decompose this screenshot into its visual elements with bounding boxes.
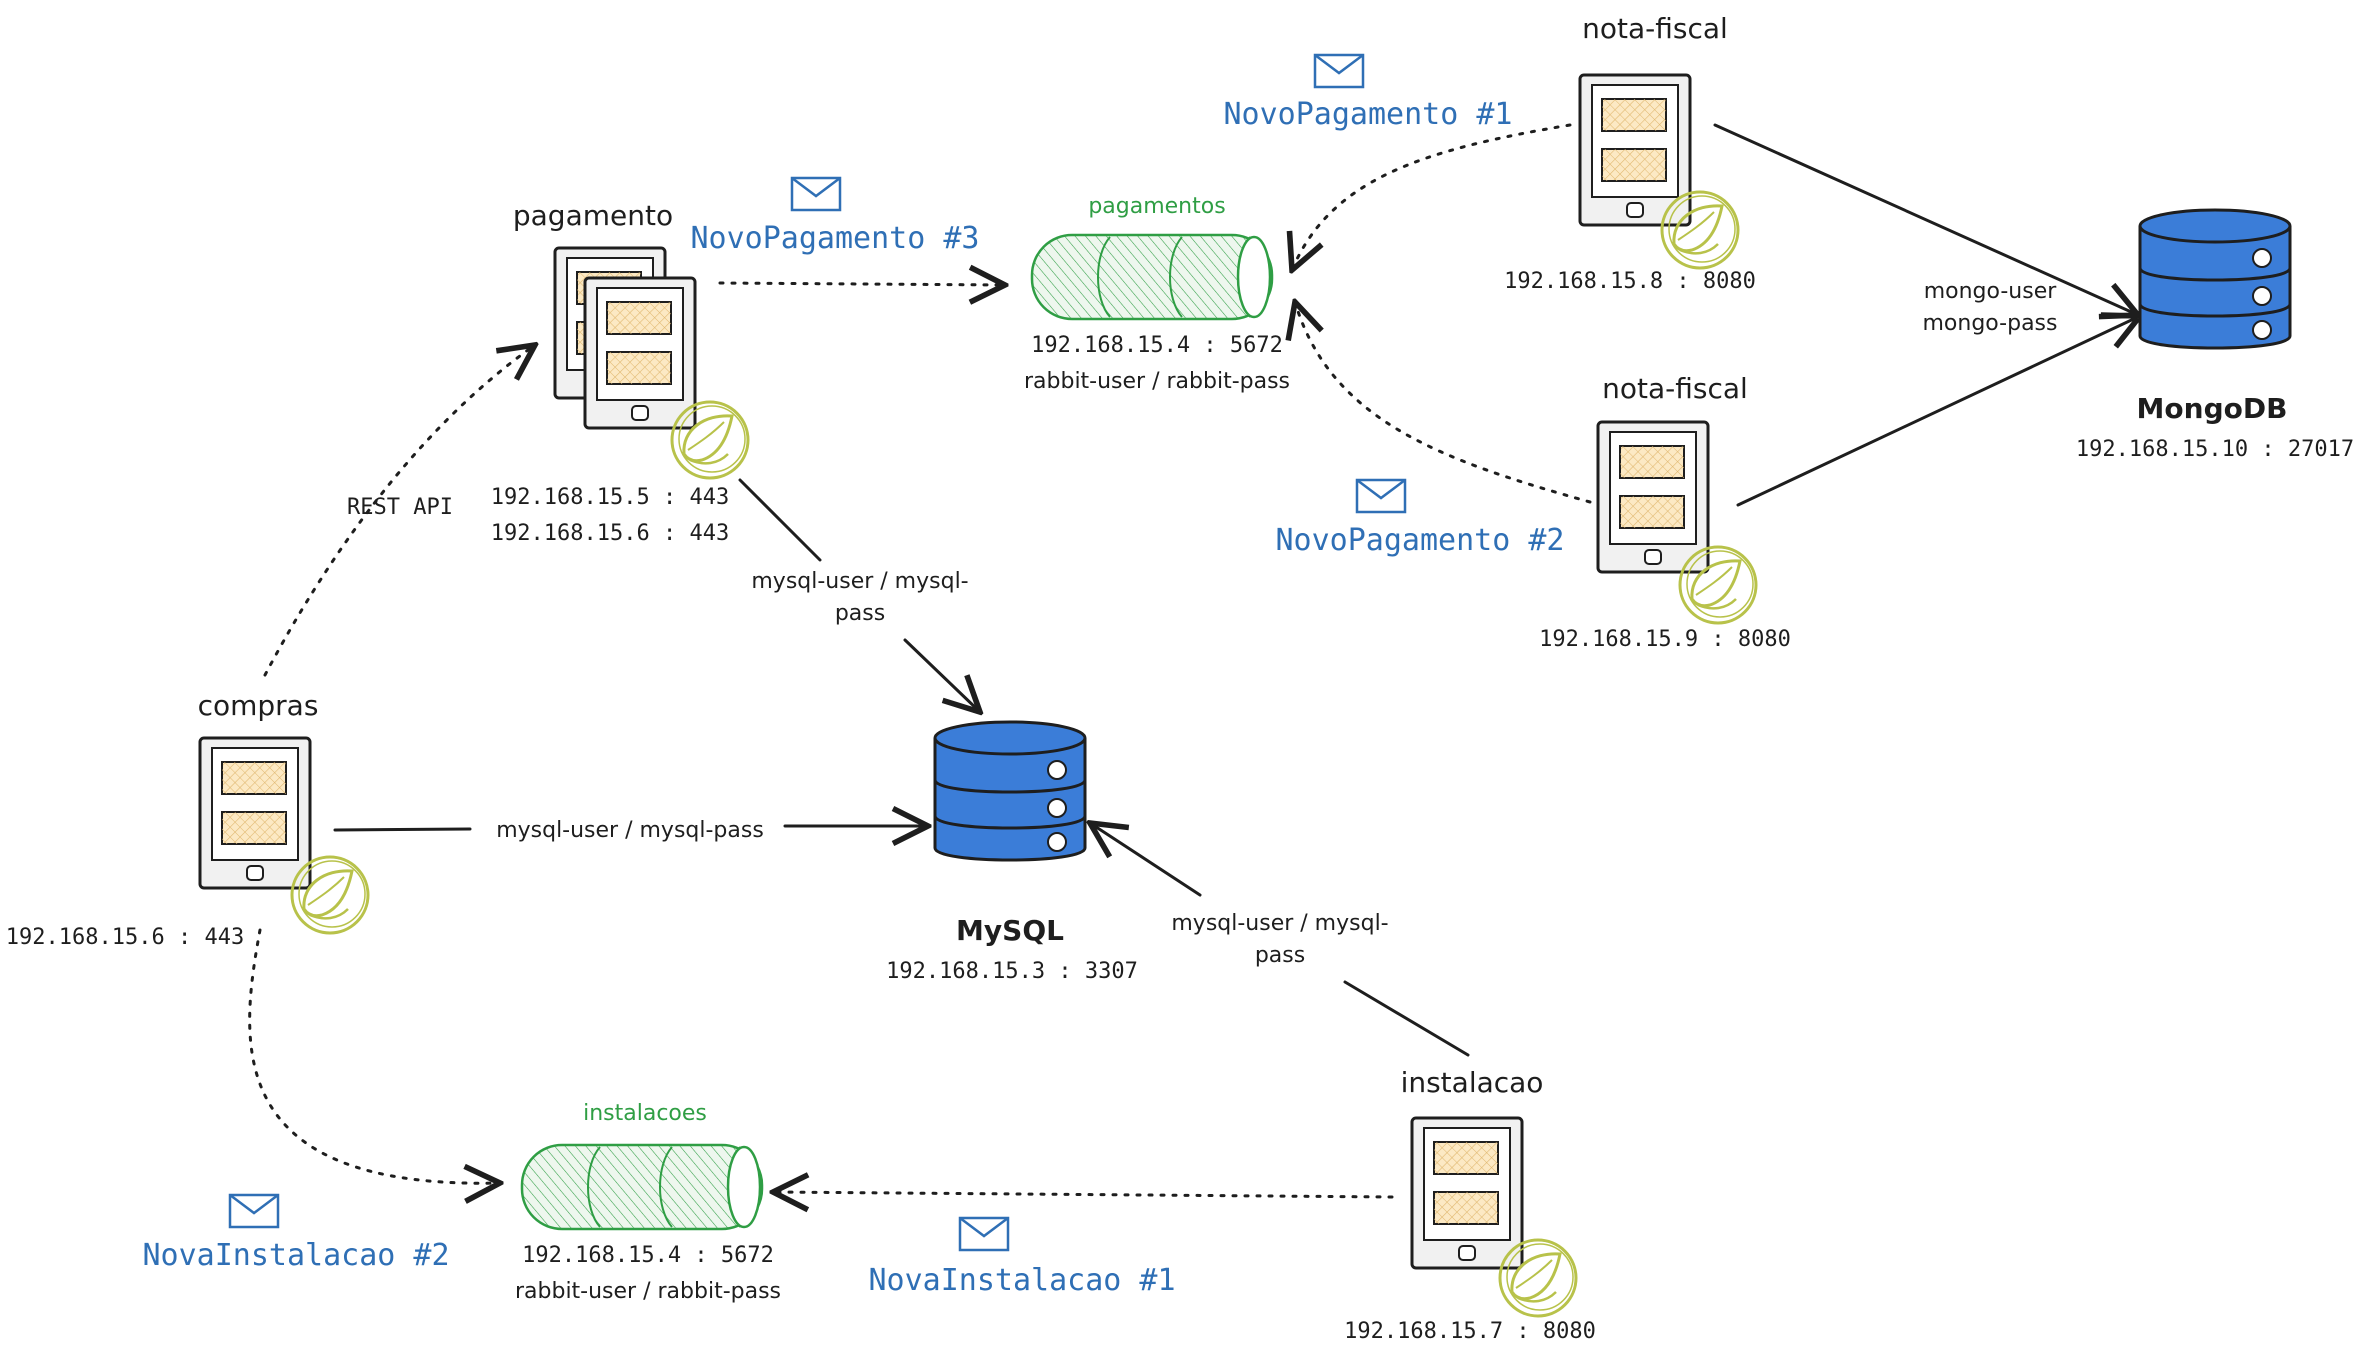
spring-icon (1660, 190, 1740, 270)
edge-notafiscal2-pagamentos (1295, 302, 1592, 504)
server-icon (1410, 1116, 1524, 1270)
queue-icon (520, 1143, 764, 1231)
edge-pagamento-pagamentos (718, 283, 1005, 285)
queue-creds-pagamentos: rabbit-user / rabbit-pass (1024, 369, 1290, 394)
server-icon (1596, 420, 1710, 574)
spring-icon (1678, 545, 1758, 625)
service-title-compras: compras (198, 689, 319, 722)
database-icon (933, 720, 1087, 862)
edge-compras-instalacoes (248, 928, 500, 1183)
queue-creds-instalacoes: rabbit-user / rabbit-pass (515, 1279, 781, 1304)
message-novo-pagamento-2: NovoPagamento #2 (1276, 523, 1565, 558)
edge-label-compras-mysql: mysql-user / mysql-pass (496, 818, 764, 843)
service-ip-pagamento-1: 192.168.15.5 : 443 (491, 485, 729, 510)
spring-icon (1498, 1238, 1578, 1318)
service-ip-nota-fiscal-2: 192.168.15.9 : 8080 (1539, 627, 1791, 652)
envelope-icon (958, 1216, 1010, 1252)
edge-notafiscal1-pagamentos (1292, 123, 1572, 270)
queue-ip-pagamentos: 192.168.15.4 : 5672 (1031, 333, 1283, 358)
db-title-mongodb: MongoDB (2137, 392, 2288, 425)
queue-title-instalacoes: instalacoes (583, 1101, 707, 1126)
edge-label-mongo-user: mongo-user (1924, 279, 2058, 304)
queue-title-pagamentos: pagamentos (1088, 194, 1225, 219)
envelope-icon (790, 176, 842, 212)
edge-pagamento-mysql-arrow (903, 638, 980, 712)
envelope-icon (1355, 478, 1407, 514)
service-title-instalacao: instalacao (1401, 1066, 1544, 1099)
edge-instalacao-mysql (1343, 980, 1470, 1057)
service-ip-pagamento-2: 192.168.15.6 : 443 (491, 521, 729, 546)
service-ip-compras: 192.168.15.6 : 443 (6, 925, 244, 950)
edge-instalacao-instalacoes (773, 1192, 1394, 1197)
server-icon (198, 736, 312, 890)
edge-label-instalacao-mysql-a: mysql-user / mysql- (1171, 911, 1388, 936)
service-ip-instalacao: 192.168.15.7 : 8080 (1344, 1319, 1596, 1344)
edge-compras-mysql (333, 827, 472, 832)
spring-icon (290, 855, 370, 935)
db-ip-mysql: 192.168.15.3 : 3307 (886, 959, 1138, 984)
message-novo-pagamento-1: NovoPagamento #1 (1224, 97, 1513, 132)
edge-label-instalacao-mysql-b: pass (1255, 943, 1305, 968)
db-ip-mongodb: 192.168.15.10 : 27017 (2076, 437, 2354, 462)
queue-icon (1030, 233, 1274, 321)
edge-label-pagamento-mysql-b: pass (835, 601, 885, 626)
edge-instalacao-mysql-arrow (1090, 823, 1202, 897)
message-nova-instalacao-1: NovaInstalacao #1 (868, 1263, 1175, 1298)
spring-icon (670, 400, 750, 480)
envelope-icon (1313, 53, 1365, 89)
message-nova-instalacao-2: NovaInstalacao #2 (142, 1238, 449, 1273)
database-icon (2138, 208, 2292, 350)
edge-notafiscal1-mongodb (1713, 123, 2138, 315)
edge-pagamento-mysql (738, 478, 822, 562)
service-title-pagamento: pagamento (513, 199, 673, 232)
edge-notafiscal2-mongodb (1736, 316, 2140, 507)
edge-label-pagamento-mysql-a: mysql-user / mysql- (751, 569, 968, 594)
edge-compras-pagamento (263, 345, 535, 677)
edge-label-mongo-pass: mongo-pass (1923, 311, 2058, 336)
envelope-icon (228, 1193, 280, 1229)
service-title-nota-fiscal-1: nota-fiscal (1582, 12, 1728, 45)
queue-ip-instalacoes: 192.168.15.4 : 5672 (522, 1243, 774, 1268)
service-ip-nota-fiscal-1: 192.168.15.8 : 8080 (1504, 269, 1756, 294)
edge-label-rest-api: REST API (347, 495, 453, 520)
server-icon (583, 276, 697, 430)
message-novo-pagamento-3: NovoPagamento #3 (691, 221, 980, 256)
service-title-nota-fiscal-2: nota-fiscal (1602, 372, 1748, 405)
db-title-mysql: MySQL (956, 914, 1064, 947)
